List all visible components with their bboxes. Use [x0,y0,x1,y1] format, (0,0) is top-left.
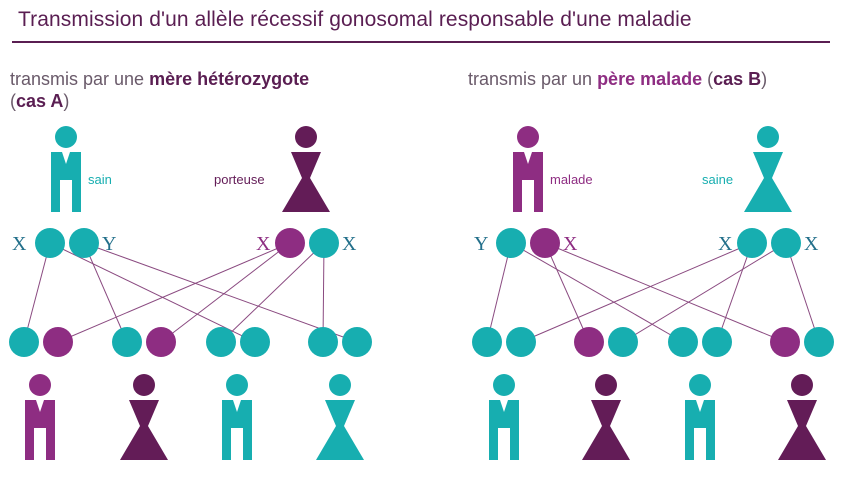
case-b-mother-chr-2: X [804,233,819,255]
case-b-subtitle: transmis par un père malade (cas B) [468,68,840,90]
case-a-father-chr-1: X [12,233,27,255]
case-a-lines [23,242,358,343]
case-a-mother-label: porteuse [214,172,265,187]
case-a-label: cas A [16,91,64,111]
case-b-child-4-allele-1 [770,327,800,357]
line-b-6 [716,242,753,343]
case-b-child-2-allele-1 [574,327,604,357]
case-a-child-2-allele-2 [146,327,176,357]
case-a-mother-allele-1 [275,228,305,258]
case-b-child-3-allele-2 [702,327,732,357]
line-b-3 [544,242,590,343]
case-b-label: cas B [713,69,762,89]
case-a-child-1-allele-1 [9,327,39,357]
line-a-6 [160,242,291,343]
case-b-child-4-female-carrier [778,374,826,460]
case-a-child-4-female-healthy [316,374,364,460]
line-a-2 [49,242,256,343]
case-b-mother-allele-2 [771,228,801,258]
case-b-father-allele-2 [530,228,560,258]
case-a-child-1-male-affected [25,374,55,460]
case-b-child-3-allele-1 [668,327,698,357]
case-b-child-1-allele-1 [472,327,502,357]
case-b-father-allele-1 [496,228,526,258]
case-b-mother-chr-1: X [718,233,733,255]
case-a-child-3-allele-2 [240,327,270,357]
title-underline [12,41,830,43]
case-b-father-label: malade [550,172,593,187]
case-a-child-2-allele-1 [112,327,142,357]
case-a-subtitle: transmis par une mère hétérozygote (cas A… [10,68,430,112]
case-a-father-allele-2 [69,228,99,258]
line-a-5 [57,242,291,343]
line-a-4 [83,242,358,343]
case-b-mother [744,126,792,212]
case-b-paren-open: ( [702,69,714,89]
case-a-mother [282,126,330,212]
case-a-mother-chr-2: X [342,233,357,255]
case-a-paren-open: ( [10,91,16,111]
case-a-mother-chr-1: X [256,233,271,255]
case-b-father [513,126,543,212]
line-b-4 [544,242,786,343]
line-a-7 [220,242,325,343]
case-a-child-3-allele-1 [206,327,236,357]
line-b-8 [785,242,820,343]
case-b-child-1-allele-2 [506,327,536,357]
line-b-7 [622,242,787,343]
case-a-child-4-allele-1 [308,327,338,357]
case-b-mother-label: saine [702,172,733,187]
case-a-father-label: sain [88,172,112,187]
case-b-paren-close: ) [761,69,768,89]
line-a-1 [23,242,51,343]
diagram-title: Transmission d'un allèle récessif gonoso… [18,8,692,31]
case-a-child-1-allele-2 [43,327,73,357]
case-a-subtitle-pre: transmis par une [10,69,150,89]
case-b-child-4-allele-2 [804,327,834,357]
case-a-child-4-allele-2 [342,327,372,357]
case-b-child-2-female-carrier [582,374,630,460]
case-b-father-chr-1: Y [474,233,488,255]
case-a-father-chr-2: Y [102,233,116,255]
case-b-lines [486,242,820,343]
case-b-father-chr-2: X [563,233,578,255]
line-b-2 [510,242,684,343]
line-a-8 [322,242,325,343]
case-b-mother-allele-1 [737,228,767,258]
case-b-subtitle-pre: transmis par un [468,69,598,89]
case-b-subtitle-bold: père malade [597,69,703,89]
case-a-mother-allele-2 [309,228,339,258]
case-a-subtitle-bold: mère hétérozygote [149,69,310,89]
case-a-father [51,126,81,212]
case-b-child-2-allele-2 [608,327,638,357]
case-b-child-1-male-healthy [489,374,519,460]
line-a-3 [83,242,128,343]
case-a-child-3-male-healthy [222,374,252,460]
line-b-1 [486,242,512,343]
line-b-5 [520,242,753,343]
case-a-paren-close: ) [63,91,70,111]
case-a-father-allele-1 [35,228,65,258]
case-b-child-3-male-healthy [685,374,715,460]
case-a-child-2-female-carrier [120,374,168,460]
